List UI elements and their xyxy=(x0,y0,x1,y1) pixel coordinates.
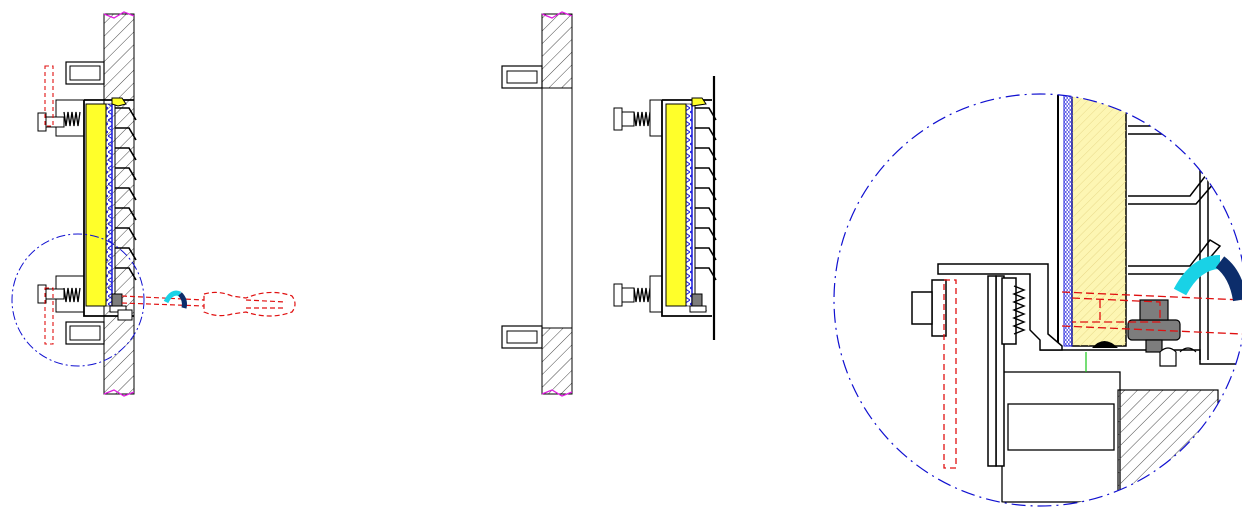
spring-top xyxy=(63,111,81,127)
filter-unit-removed xyxy=(613,76,717,340)
detail-marker-circle xyxy=(11,233,145,367)
filter-element xyxy=(85,103,107,307)
bracket-bottom xyxy=(37,275,105,345)
installed-view xyxy=(11,11,296,397)
screwdriver-hidden xyxy=(121,291,296,317)
detail-view xyxy=(833,93,1242,507)
louvre-grille xyxy=(114,104,137,306)
filter-mesh xyxy=(105,103,113,307)
removed-view xyxy=(501,11,717,397)
filter-frame xyxy=(83,99,134,317)
detail-bracket xyxy=(911,263,1063,467)
detail-rotate-arrow xyxy=(1173,255,1242,302)
detail-frame-slot xyxy=(1007,403,1115,451)
latch-knob xyxy=(111,293,123,307)
detail-filter-mesh xyxy=(1063,94,1073,347)
detail-latch-knob xyxy=(1092,299,1197,367)
wall-section-right xyxy=(501,11,573,397)
rotate-arrow-left xyxy=(163,290,187,309)
wall-break-bottom xyxy=(103,389,135,397)
detail-circle-border xyxy=(833,93,1242,507)
detail-lever-hidden xyxy=(943,279,957,469)
lever-hidden-top xyxy=(44,65,54,127)
detail-spring xyxy=(1012,285,1026,335)
wall-opening xyxy=(541,87,573,329)
clip-top xyxy=(111,97,127,107)
spring-bottom xyxy=(63,287,81,303)
wall-break-top xyxy=(103,11,135,19)
detail-screwdriver-hidden xyxy=(1061,291,1242,335)
lever-hidden-bottom xyxy=(44,287,54,345)
